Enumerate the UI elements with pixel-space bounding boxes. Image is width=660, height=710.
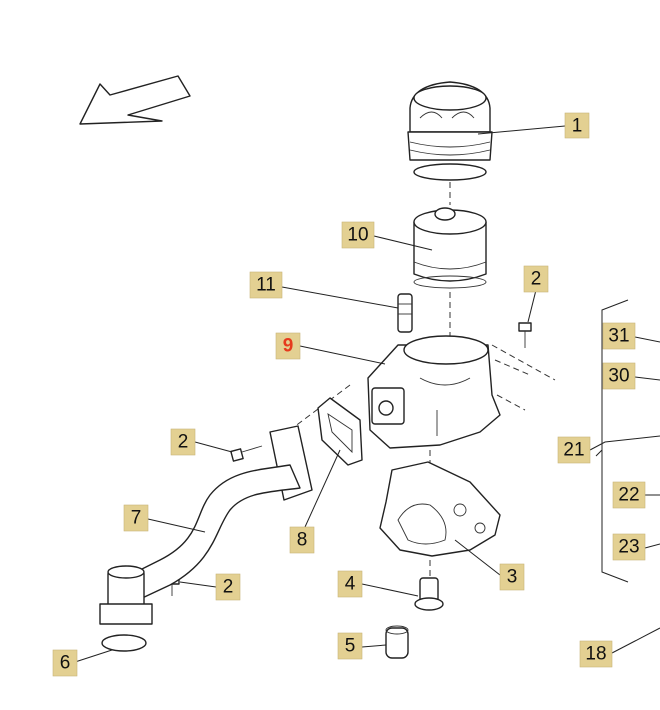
callout-9: 9 — [275, 332, 301, 360]
callout-2-top: 2 — [523, 265, 549, 293]
callout-5: 5 — [337, 632, 363, 660]
callout-8: 8 — [289, 526, 315, 554]
svg-text:23: 23 — [618, 537, 639, 558]
svg-text:3: 3 — [507, 567, 518, 588]
svg-text:7: 7 — [131, 508, 142, 529]
callout-2-left: 2 — [170, 428, 196, 456]
svg-text:9: 9 — [283, 336, 294, 357]
callout-2-bottom: 2 — [215, 573, 241, 601]
direction-arrow-icon — [79, 75, 191, 125]
part-9-filter-housing — [367, 335, 501, 449]
part-5-plug — [385, 625, 409, 659]
callout-1: 1 — [564, 112, 590, 139]
callout-10: 10 — [341, 221, 375, 249]
svg-text:11: 11 — [256, 275, 276, 296]
part-6-o-ring — [101, 634, 147, 652]
callout-18: 18 — [579, 640, 613, 668]
part-10-filter-element — [413, 207, 487, 289]
svg-text:6: 6 — [60, 653, 71, 674]
callout-31: 31 — [602, 322, 636, 350]
part-11-valve — [397, 293, 413, 333]
part-2-bolt-top — [518, 322, 532, 348]
svg-text:2: 2 — [223, 577, 234, 598]
part-4-drain-fitting — [414, 577, 444, 611]
callout-30: 30 — [602, 362, 636, 390]
svg-text:30: 30 — [608, 366, 629, 387]
svg-text:21: 21 — [563, 440, 584, 461]
callout-21: 21 — [557, 436, 591, 464]
svg-text:2: 2 — [178, 432, 189, 453]
svg-text:1: 1 — [572, 116, 583, 137]
svg-text:4: 4 — [345, 574, 356, 595]
svg-text:10: 10 — [347, 225, 368, 246]
svg-text:8: 8 — [297, 530, 308, 551]
svg-text:22: 22 — [618, 485, 639, 506]
svg-text:5: 5 — [345, 636, 356, 657]
part-2-bolt-left — [230, 445, 263, 462]
callout-3: 3 — [499, 563, 525, 591]
part-8-gasket — [317, 397, 363, 466]
callout-6: 6 — [52, 649, 78, 677]
part-3-gasket-plate — [379, 461, 501, 557]
callout-7: 7 — [123, 504, 149, 532]
part-1-filter-cap — [407, 81, 493, 181]
svg-text:31: 31 — [608, 326, 629, 347]
svg-text:18: 18 — [585, 644, 606, 665]
part-7-oil-pipe — [99, 425, 313, 625]
svg-text:2: 2 — [531, 269, 542, 290]
callout-11: 11 — [249, 271, 283, 299]
callout-22: 22 — [612, 481, 646, 509]
callout-23: 23 — [612, 533, 646, 561]
callout-4: 4 — [337, 570, 363, 598]
